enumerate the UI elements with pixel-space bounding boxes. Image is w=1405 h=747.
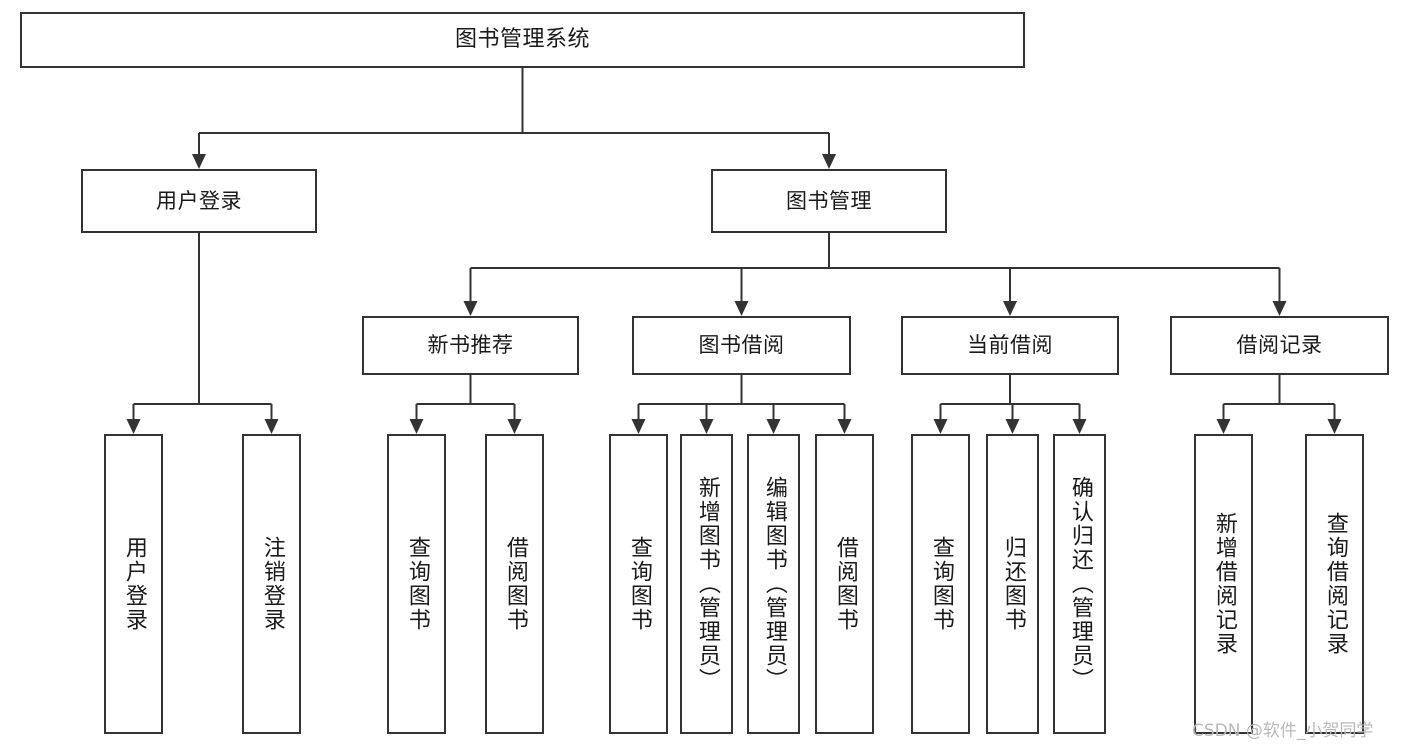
node-book-borrow-label: 图书借阅 [698, 333, 785, 358]
node-root-label: 图书管理系统 [454, 27, 590, 53]
node-new-book-recommend[interactable]: 新书推荐 [362, 316, 579, 375]
node-leaf-add-book-admin[interactable]: 新增图书（管理员） [680, 434, 733, 734]
node-leaf-borrow-book-rec-label: 借阅图书 [502, 536, 528, 632]
node-borrow-record-label: 借阅记录 [1236, 333, 1323, 358]
node-leaf-confirm-return-admin[interactable]: 确认归还（管理员） [1053, 434, 1106, 734]
node-root[interactable]: 图书管理系统 [20, 12, 1025, 68]
node-leaf-add-borrow-record[interactable]: 新增借阅记录 [1194, 434, 1253, 734]
node-leaf-query-book-rec-label: 查询图书 [404, 536, 430, 632]
node-current-borrow-label: 当前借阅 [967, 333, 1053, 358]
node-leaf-return-book[interactable]: 归还图书 [986, 434, 1039, 734]
csdn-watermark: CSDN @软件_小贺同学 [1192, 721, 1374, 741]
node-leaf-borrow-book-label: 借阅图书 [832, 536, 858, 632]
node-user-login[interactable]: 用户登录 [81, 169, 317, 233]
node-leaf-confirm-return-admin-label: 确认归还（管理员） [1067, 476, 1093, 692]
node-book-manage-label: 图书管理 [786, 188, 872, 213]
node-leaf-query-book-cur[interactable]: 查询图书 [911, 434, 970, 734]
node-leaf-query-borrow-record-label: 查询借阅记录 [1322, 512, 1348, 656]
node-leaf-query-book-cur-label: 查询图书 [928, 536, 954, 632]
node-leaf-edit-book-admin[interactable]: 编辑图书（管理员） [747, 434, 800, 734]
node-leaf-query-book-borrow-label: 查询图书 [626, 536, 652, 632]
node-new-book-recommend-label: 新书推荐 [427, 333, 514, 358]
node-current-borrow[interactable]: 当前借阅 [901, 316, 1119, 375]
node-leaf-borrow-book[interactable]: 借阅图书 [815, 434, 874, 734]
node-leaf-query-book-rec[interactable]: 查询图书 [387, 434, 446, 734]
node-leaf-add-book-admin-label: 新增图书（管理员） [694, 476, 720, 692]
node-leaf-user-login[interactable]: 用户登录 [104, 434, 163, 734]
node-user-login-label: 用户登录 [156, 188, 242, 213]
node-leaf-return-book-label: 归还图书 [1000, 536, 1026, 632]
node-leaf-user-logout-label: 注销登录 [259, 536, 285, 632]
node-borrow-record[interactable]: 借阅记录 [1170, 316, 1389, 375]
node-book-borrow[interactable]: 图书借阅 [632, 316, 851, 375]
node-leaf-borrow-book-rec[interactable]: 借阅图书 [485, 434, 544, 734]
node-leaf-edit-book-admin-label: 编辑图书（管理员） [761, 476, 787, 692]
node-leaf-add-borrow-record-label: 新增借阅记录 [1211, 512, 1237, 656]
node-leaf-query-borrow-record[interactable]: 查询借阅记录 [1305, 434, 1364, 734]
node-leaf-query-book-borrow[interactable]: 查询图书 [609, 434, 668, 734]
node-book-manage[interactable]: 图书管理 [711, 169, 947, 233]
node-leaf-user-logout[interactable]: 注销登录 [242, 434, 301, 734]
node-leaf-user-login-label: 用户登录 [121, 536, 147, 632]
